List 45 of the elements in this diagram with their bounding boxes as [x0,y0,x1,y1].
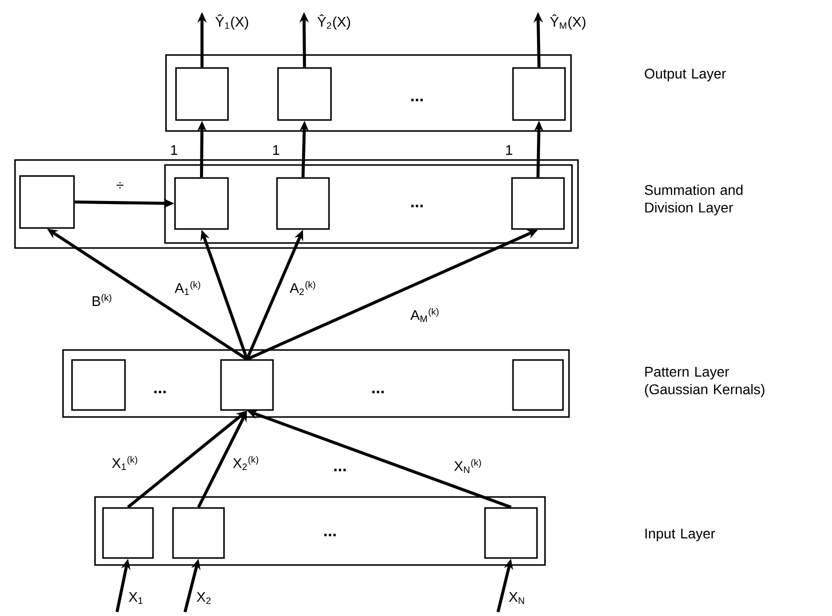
node-box [19,175,75,229]
layer-box [165,54,572,132]
node-box [484,507,538,559]
ellipsis: ... [324,534,336,536]
edge-label: X$_{N}$ [507,590,527,606]
node-box [175,67,229,121]
edge-label: X$_{1}$ [127,590,145,606]
edge-label: X$_{N}$(k) [452,458,484,474]
edge-label: X$_{2}$ [195,590,213,606]
edge-label: 1 [504,144,514,156]
edge-label: Ŷ$_{2}$(X) [316,13,352,31]
layer-label: Summation and Division Layer [644,184,742,216]
ellipsis: ... [334,468,346,472]
layer-label: Pattern Layer (Gaussian Kernals) [645,366,764,398]
ellipsis: ... [372,390,384,394]
layer-box [62,349,570,418]
node-box [102,507,154,559]
node-box [512,359,564,411]
ellipsis: ... [411,98,423,102]
edge-label: A$_{M}$(k) [409,306,441,324]
ellipsis: ... [154,390,166,394]
edge-label: B$^{(k)}$ [90,292,114,308]
layer-label: Output Layer [644,68,726,82]
edge-label: ÷ [114,180,126,192]
edge-label: X$_{1}$(k) [110,454,140,472]
node-box [71,359,126,411]
edge-label: A$_{2}$(k) [288,280,318,296]
node-box [172,507,225,559]
node-box [277,67,332,121]
edge-label: Ŷ$_{1}$(X) [214,13,250,31]
ellipsis: ... [411,204,423,208]
layer-box [164,164,573,244]
node-box [511,177,565,230]
layer-label: Input Layer [645,528,715,542]
node-box [220,359,274,411]
node-box [276,177,330,230]
edge-label: Ŷ$_{M}$(X) [548,13,588,31]
layer-box [94,496,546,566]
edge-label: 1 [168,144,180,156]
layer-box [14,159,579,249]
edge-label: 1 [270,144,282,156]
edge-label: X$_{2}$(k) [232,454,261,472]
node-box [174,177,229,230]
edge-label: A$_{1}$(k) [174,280,203,296]
node-box [512,67,566,121]
